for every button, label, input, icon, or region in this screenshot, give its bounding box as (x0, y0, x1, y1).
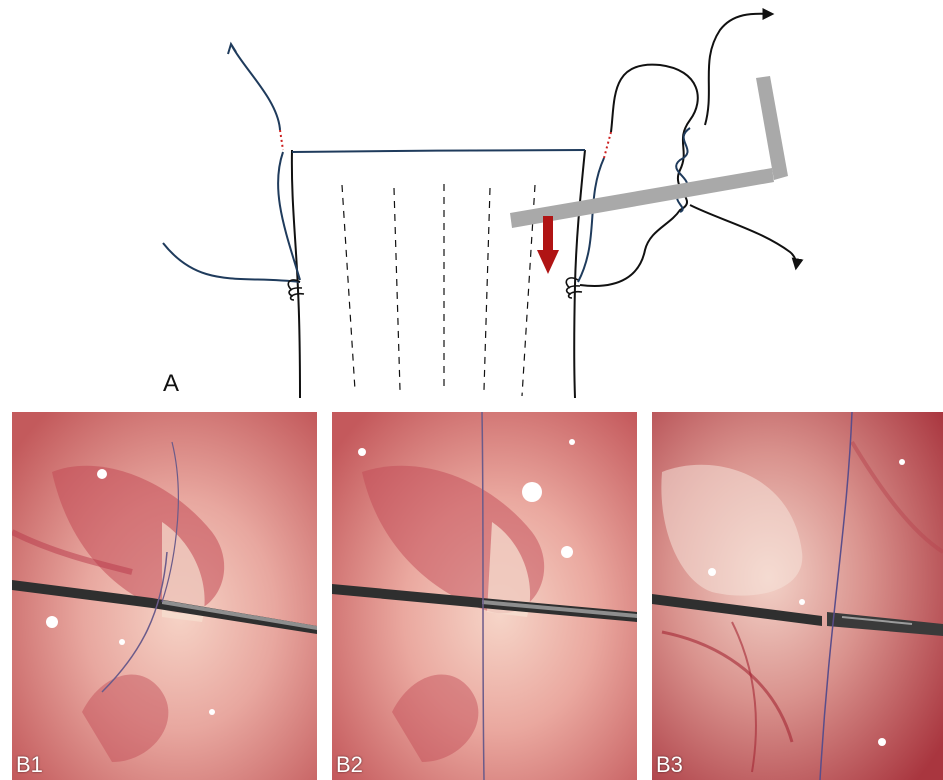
suture-diagram (0, 0, 943, 400)
dashed-tissue-lines (342, 184, 535, 396)
photo-b1: B1 (12, 412, 317, 780)
photo-b3: B3 (652, 412, 943, 780)
photo-label-b2: B2 (336, 752, 363, 778)
left-suture-tail (163, 243, 300, 282)
left-knot (288, 280, 304, 300)
photo-label-b1: B1 (16, 752, 43, 778)
photo-b2-image (332, 412, 637, 780)
panel-label-a: A (163, 370, 179, 398)
instrument-arm (756, 76, 788, 180)
right-suture-dotted (604, 132, 611, 158)
photo-b1-image (12, 412, 317, 780)
right-tissue-edge (574, 150, 585, 398)
photo-b2: B2 (332, 412, 637, 780)
photo-label-b3: B3 (656, 752, 683, 778)
right-tail-down (690, 205, 796, 268)
left-suture-dotted (280, 130, 283, 150)
photo-b3-image (652, 412, 943, 780)
top-suture (292, 150, 585, 152)
left-suture-upper (232, 46, 280, 130)
push-arrow (537, 216, 559, 274)
